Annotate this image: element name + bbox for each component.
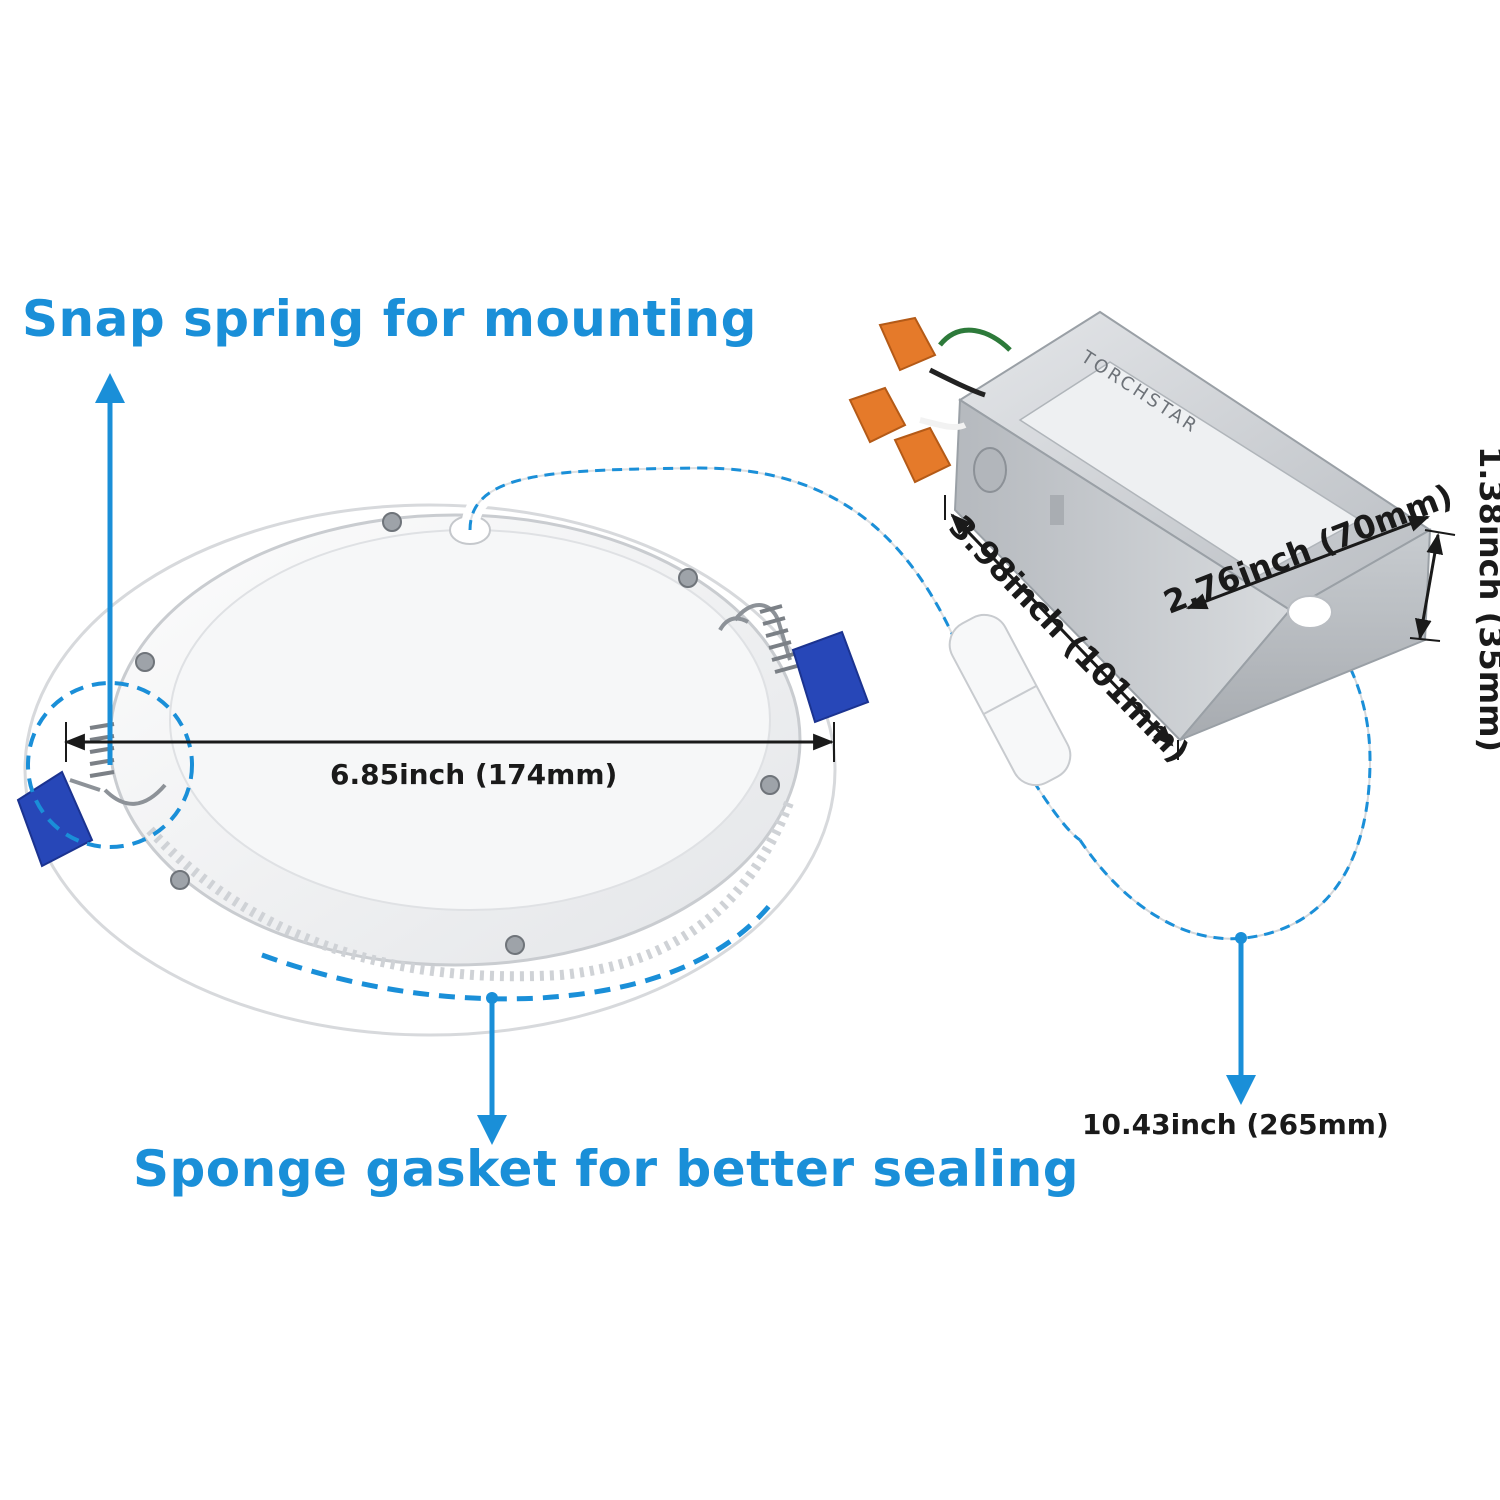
- wire-nuts: [848, 316, 1012, 484]
- snap-spring-callout: Snap spring for mounting: [22, 290, 757, 348]
- panel-diameter-label: 6.85inch (174mm): [330, 758, 618, 791]
- right-spring-clip: [718, 603, 870, 724]
- gasket-highlight: [261, 903, 772, 1002]
- box-height-label: 1.38inch (35mm): [1472, 445, 1500, 753]
- spring-highlight-circle: [26, 681, 194, 849]
- screws: [135, 512, 780, 955]
- box-dimension-lines: [944, 495, 1456, 760]
- cable-length-label: 10.43inch (265mm): [1082, 1108, 1389, 1141]
- sponge-gasket-callout: Sponge gasket for better sealing: [133, 1140, 1080, 1198]
